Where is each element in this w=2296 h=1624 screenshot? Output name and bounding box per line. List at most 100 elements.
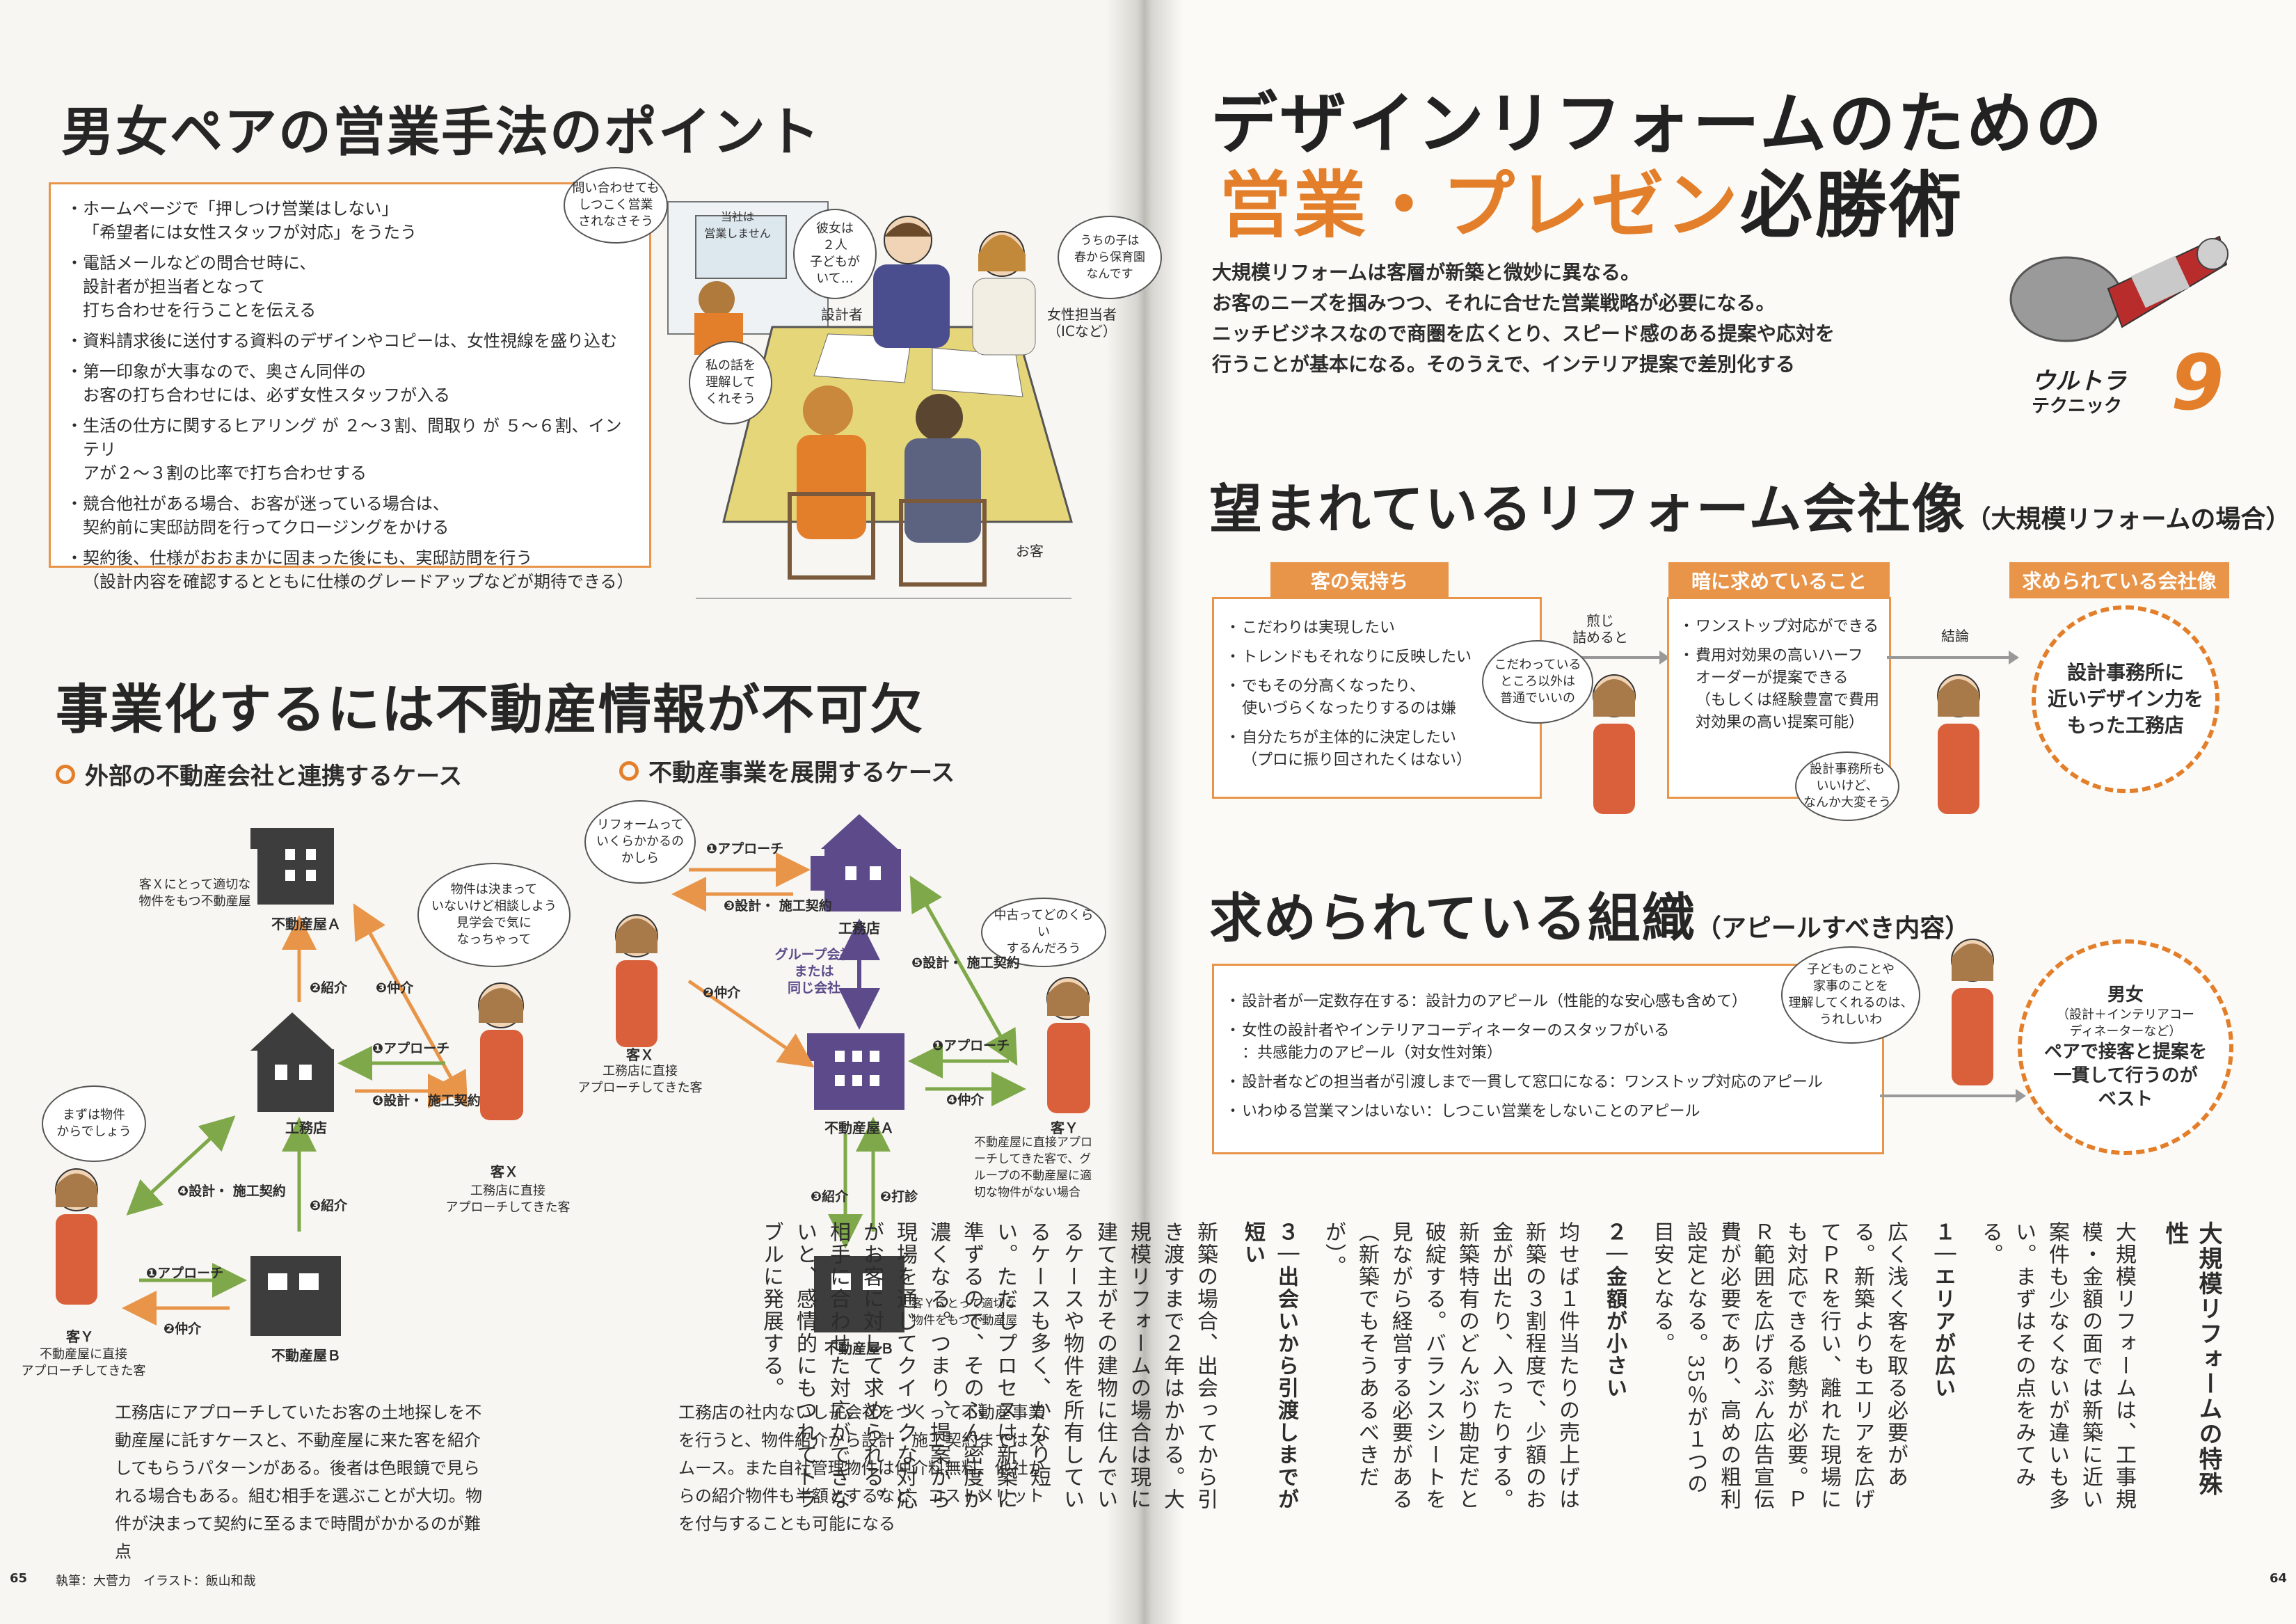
case2-paragraph: 工務店の社内ないし子会社をつくって不動産事業を行うと、物件紹介から設計・施工契約…	[678, 1403, 1046, 1534]
pair-sales-points-box: ホームページで「押しつけ営業はしない」 「希望者には女性スタッフが対応」をうたう…	[49, 182, 651, 591]
case2-diagram	[615, 814, 1090, 1332]
case1-building-b: 不動産屋Ｂ	[271, 1347, 341, 1364]
implied-item: 費用対効果の高いハーフ オーダーが提案できる （もしくは経験豊富で費用 対効果の…	[1679, 645, 1882, 734]
pair-sales-points-list: ホームページで「押しつけ営業はしない」 「希望者には女性スタッフが対応」をうたう…	[51, 184, 649, 594]
article-s1-body: 広く浅く客を取る必要がある。新築よりもエリアを広げてＰＲを行い、離れた現場にも対…	[1650, 1221, 1908, 1511]
section2-title: 求められている組織	[1209, 887, 1696, 949]
result-pair-main: ペアで接客と提案を 一貫して行うのが ベスト	[2043, 1042, 2207, 1110]
section1-title: 望まれているリフォーム会社像	[1209, 478, 1966, 540]
ultra-badge-text: ウルトラ テクニック	[2032, 369, 2126, 419]
main-title-orange: 営業・プレゼン	[1219, 163, 1741, 248]
case2-person-x: 客Ｘ	[626, 1046, 654, 1063]
main-title-dark: 必勝術	[1740, 163, 1964, 248]
case1-building-k: 工務店	[285, 1120, 327, 1136]
case2-arrow-intro: ❸紹介	[811, 1189, 849, 1204]
bubble-inquiry: 問い合わせても しつこく営業 されなさそう	[564, 167, 668, 244]
bubble-ordinary: こだわっている ところ以外は 普通でいいの	[1482, 640, 1593, 724]
ultra-badge-line2: テクニック	[2032, 396, 2123, 417]
lead-line: 大規模リフォームは客層が新築と微妙に異なる。	[1212, 261, 1641, 284]
main-title-line2: 営業・プレゼン必勝術	[1219, 146, 1963, 251]
article-s2-body: 均せば１件当たりの売上げは新築の３割程度で、少額のお金が出たり、入ったりする。新…	[1321, 1221, 1579, 1511]
section-title-pair-sales: 男女ペアの営業手法のポイント	[61, 101, 821, 163]
left-page-number: 65	[10, 1571, 28, 1586]
organization-item: 設計者などの担当者が引渡しまで一貫して窓口になる：ワンストップ対応のアピール	[1225, 1072, 1874, 1094]
result-pair-sub: （設計＋インテリアコー ディネーターなど）	[2057, 1008, 2194, 1039]
article-s3-head: ３｜出会いから引渡しまでが短い	[1241, 1221, 1298, 1511]
point-item: 資料請求後に送付する資料のデザインやコピーは、女性視線を盛り込む	[66, 329, 638, 353]
bubble-designer: 彼女は ２人 子どもが いて…	[793, 209, 877, 299]
case2-person-x-note: 工務店に直接 アプローチしてきた客	[577, 1064, 703, 1095]
bubble-female-staff: うちの子は 春から保育園 なんです	[1058, 216, 1162, 299]
lead-line: お客のニーズを掴みつつ、それに合せた営業戦略が必要になる。	[1212, 292, 1776, 315]
point-item: 生活の仕方に関するヒアリング が ２～３割、間取り が ５～６割、インテリ アが…	[66, 414, 638, 485]
lead-line: ニッチビジネスなので商圏を広くとり、スピード感のある提案や応対を	[1212, 322, 1835, 345]
feeling-item: トレンドもそれなりに反映したい	[1225, 646, 1531, 669]
bubble-understanding: 子どものことや 家事のことを 理解してくれるのは、 うれしいわ	[1781, 946, 1920, 1044]
case1-bubble-y: まずは物件 からでしょう	[42, 1085, 146, 1162]
case1-arrow-approach-x: ❶アプローチ	[372, 1041, 450, 1056]
case2-bubble-x: リフォームって いくらかかるの かしら	[584, 800, 696, 884]
feeling-item: でもその分高くなったり、 使いづらくなったりするのは嫌	[1225, 676, 1531, 720]
label-designer: 設計者	[821, 306, 863, 323]
point-item: 競合他社がある場合、お客が迷っている場合は、 契約前に実邸訪問を行ってクロージン…	[66, 492, 638, 539]
case2-building-b: 不動産屋Ｂ	[824, 1340, 894, 1357]
bubble-design-office: 設計事務所も いいけど、 なんか大変そう	[1795, 751, 1899, 821]
case2-arrow-approach-x: ❶アプローチ	[706, 841, 784, 857]
person-customer-woman-2	[1937, 674, 1980, 814]
laptop-screen-text: 当社は 営業しません	[704, 210, 771, 240]
lead-text: 大規模リフォームは客層が新築と微妙に異なる。 お客のニーズを掴みつつ、それに合せ…	[1212, 257, 1835, 380]
case2-bubble-y: 中古ってどのくらい するんだろう	[981, 898, 1106, 967]
article-intro: 大規模リフォームは、工事規模・金額の面では新築に近い案件も少なくないが違いも多い…	[1978, 1221, 2136, 1511]
bubble-customer: 私の話を 理解して くれそう	[689, 341, 772, 424]
case1-arrow-intro-b: ❸紹介	[310, 1198, 348, 1213]
ultra-hero-illustration	[2009, 235, 2229, 342]
point-item: ホームページで「押しつけ営業はしない」 「希望者には女性スタッフが対応」をうたう	[66, 197, 638, 244]
result-pair-title: 男女	[2107, 985, 2144, 1005]
case2-building-a: 不動産屋Ａ	[824, 1120, 894, 1136]
point-item: 電話メールなどの問合せ時に、 設計者が担当者となって 打ち合わせを行うことを伝え…	[66, 251, 638, 322]
section-title-organization: 求められている組織（アピールすべき内容）	[1209, 875, 1970, 952]
organization-box: 設計者が一定数存在する：設計力のアピール（性能的な安心感も含めて） 女性の設計者…	[1212, 964, 1884, 1154]
lead-line: 行うことが基本になる。そのうえで、インテリア提案で差別化する	[1212, 353, 1796, 376]
point-item: 契約後、仕様がおおまかに固まった後にも、実邸訪問を行う （設計内容を確認するとと…	[66, 546, 638, 594]
case1-arrow-broker-a: ❸仲介	[376, 980, 414, 996]
tag-implied-needs: 暗に求めていること	[1668, 562, 1890, 598]
right-page-number: 64	[2270, 1571, 2288, 1586]
case2-arrow-sound: ❷打診	[880, 1189, 918, 1204]
result-company-circle: 設計事務所に 近いデザイン力を もった工務店	[2032, 605, 2219, 793]
ultra-badge-number: 9	[2171, 338, 2224, 427]
case1-person-y: 客Ｙ	[66, 1328, 94, 1345]
case1-arrow-contract-y: ❹設計・ 施工契約	[177, 1184, 286, 1199]
article-title: 大規模リフォームの特殊性	[2161, 1221, 2222, 1497]
feeling-item: 自分たちが主体的に決定したい （プロに振り回されたくはない）	[1225, 727, 1531, 772]
case2-person-y: 客Ｙ	[1051, 1120, 1078, 1136]
arrow-label-conclusion: 結論	[1941, 628, 1969, 644]
case1-note-a: 客Ｘにとって適切な 物件をもつ不動産屋	[138, 877, 251, 909]
case1-heading: 外部の不動産会社と連携するケース	[56, 757, 462, 791]
implied-list: ワンストップ対応ができる 費用対効果の高いハーフ オーダーが提案できる （もしく…	[1669, 599, 1889, 734]
case2-arrow-contract-y: ❺設計・ 施工契約	[911, 955, 1020, 971]
case2-note-b: 客Ｙにとって適切な 物件をもつ不動産屋	[911, 1297, 1018, 1328]
arrow-organization-to-result	[1880, 1089, 2026, 1103]
case1-paragraph: 工務店にアプローチしていたお客の土地探しを不動産屋に託すケースと、不動産屋に来た…	[115, 1403, 482, 1561]
organization-item: いわゆる営業マンはいない：しつこい営業をしないことのアピール	[1225, 1101, 1874, 1123]
case1-heading-text: 外部の不動産会社と連携するケース	[85, 763, 463, 790]
feelings-list: こだわりは実現したい トレンドもそれなりに反映したい でもその分高くなったり、 …	[1214, 599, 1540, 772]
case1-arrow-broker-y: ❷仲介	[164, 1321, 202, 1337]
tag-desired-company: 求められている会社像	[2009, 562, 2229, 598]
case2-heading-text: 不動産事業を展開するケース	[648, 759, 955, 787]
label-female-staff: 女性担当者 （ICなど）	[1047, 306, 1117, 340]
implied-item: ワンストップ対応ができる	[1679, 616, 1882, 638]
feeling-item: こだわりは実現したい	[1225, 617, 1531, 639]
person-customer-woman-3	[1951, 939, 1994, 1085]
organization-item: 設計者が一定数存在する：設計力のアピール（性能的な安心感も含めて）	[1225, 991, 1874, 1013]
case2-heading: 不動産事業を展開するケース	[619, 754, 955, 788]
case1-building-a: 不動産屋Ａ	[271, 916, 341, 932]
article-s3-body: 新築の場合、出会ってから引き渡すまで２年はかかる。大規模リフォームの場合は現に建…	[759, 1221, 1218, 1511]
case1-bubble-x: 物件は決まって いないけど相談しよう 見学会で気に なっちゃって	[417, 863, 571, 967]
arrow-implied-to-company	[1887, 651, 2019, 664]
main-title-line1: デザインリフォームのための	[1211, 85, 2105, 163]
left-credit: 執筆：大菅力 イラスト：飯山和哉	[56, 1574, 256, 1589]
case1-person-x: 客Ｘ	[491, 1163, 518, 1180]
case1-arrow-approach-y: ❶アプローチ	[146, 1266, 224, 1281]
